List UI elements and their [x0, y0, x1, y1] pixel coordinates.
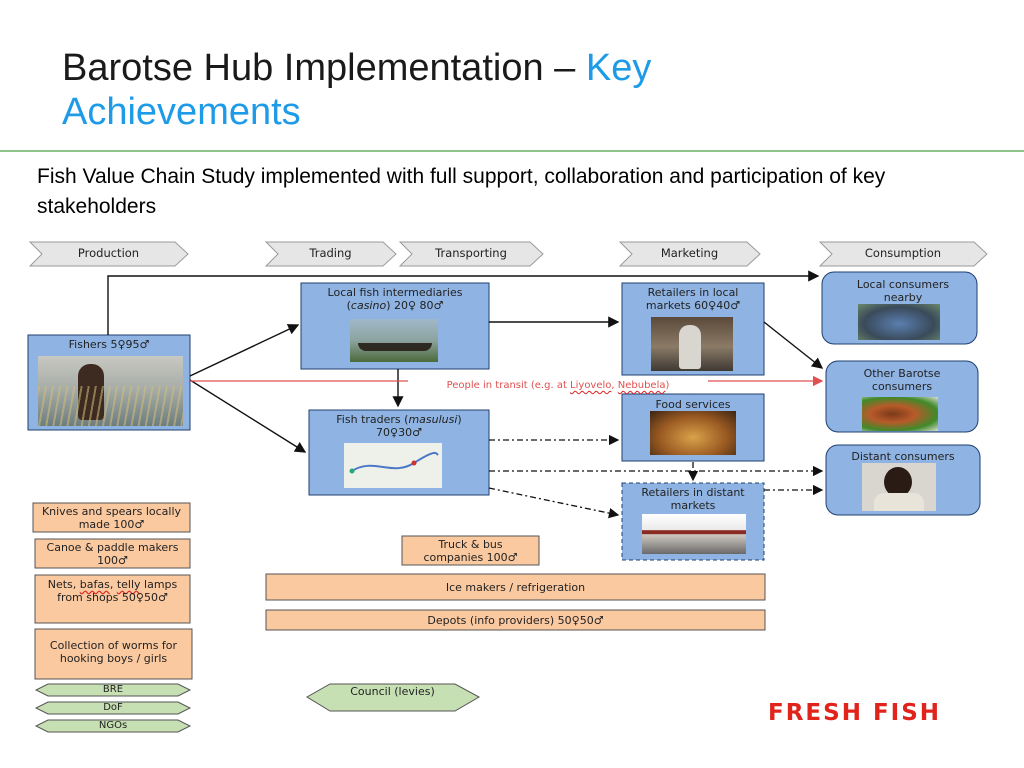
- intermediaries-label-pre: (: [346, 299, 351, 312]
- support-truck-label: Truck & bus companies 100♂: [423, 538, 518, 564]
- support-nets-label: Nets, bafas, telly lamps from shops 50♀5…: [37, 578, 188, 604]
- institution-label-dof: DoF: [103, 702, 123, 713]
- fishers-label: Fishers 5♀95♂: [68, 338, 150, 351]
- intermediaries-label-post: ) 20♀ 80♂: [386, 299, 444, 312]
- institution-hex-dof: [34, 701, 192, 715]
- title-main: Barotse Hub Implementation –: [62, 47, 586, 89]
- council-label: Council (levies): [350, 685, 435, 698]
- stage-label-consumption: Consumption: [864, 246, 942, 260]
- support-knives-label: Knives and spears locally made 100♂: [41, 505, 182, 531]
- stage-label-transporting: Transporting: [435, 246, 507, 260]
- intermediaries-label-casino: casino: [350, 299, 387, 312]
- support-nets-box: [34, 574, 191, 624]
- transit-place-nebubela: Nebubela: [617, 380, 666, 391]
- intermediaries-label: Local fish intermediaries (casino) 20♀ 8…: [301, 286, 489, 312]
- local-consumers-photo: [858, 304, 940, 340]
- traders-label-pre: Fish traders (: [336, 413, 409, 426]
- support-nets-sep: ,: [109, 578, 117, 591]
- support-ice-label: Ice makers / refrigeration: [445, 581, 586, 594]
- support-nets-pre: Nets,: [47, 578, 80, 591]
- stage-chevron-marketing: [618, 241, 761, 267]
- retail-local-label: Retailers in local markets 60♀40♂: [645, 286, 741, 312]
- distant-consumers-photo: [862, 463, 936, 511]
- title-accent-1: Key: [585, 47, 652, 89]
- stage-chevron-trading: [264, 241, 397, 267]
- support-knives-box: [32, 502, 191, 533]
- traders-label-post: ): [457, 413, 462, 426]
- support-nets-post: lamps from shops 50♀50♂: [57, 578, 178, 604]
- food-services-label: Food services: [655, 398, 731, 411]
- trade-route-map: [349, 451, 439, 474]
- transit-place-liyovelo: Liyovelo: [570, 380, 612, 391]
- support-ice-box: [265, 573, 766, 601]
- transit-label-sep: ,: [611, 380, 618, 391]
- institution-hex-bre: [34, 683, 192, 697]
- arrow-fishers-to-intermediaries: [189, 324, 300, 377]
- traders-label-masulusi: masulusi: [408, 413, 458, 426]
- fishing-net: [38, 386, 183, 426]
- retail-distant-label: Retailers in distant markets: [641, 486, 745, 512]
- stage-label-trading: Trading: [309, 246, 352, 260]
- stage-chevron-production: [28, 241, 189, 267]
- stage-chevron-consumption: [818, 241, 988, 267]
- transit-label-post: ): [665, 380, 670, 391]
- transit-label-pre: People in transit (e.g. at: [446, 380, 571, 391]
- title-accent-2: Achievements: [62, 91, 301, 133]
- consumers-local-label: Local consumers nearby: [856, 278, 950, 304]
- vendor-figure: [679, 325, 701, 369]
- shop-photo: [642, 514, 746, 554]
- support-worms-box: [34, 628, 193, 680]
- fresh-fish-logo: FRESH FISH: [768, 700, 942, 726]
- traders-label-line2: 70♀30♂: [376, 426, 422, 439]
- slide-subtitle: Fish Value Chain Study implemented with …: [37, 165, 886, 218]
- consumer-body: [874, 493, 924, 511]
- support-depots-box: [265, 609, 766, 631]
- support-worms-label: Collection of worms for hooking boys / g…: [49, 639, 178, 665]
- trade-map-photo: [344, 443, 442, 488]
- food-photo: [650, 411, 736, 455]
- stage-label-production: Production: [77, 246, 140, 260]
- transit-label: People in transit (e.g. at Liyovelo, Neb…: [408, 379, 708, 392]
- barotse-consumers-photo: [862, 397, 938, 431]
- title-divider: [0, 150, 1024, 152]
- institution-hex-ngos: [34, 719, 192, 733]
- support-canoe-box: [34, 538, 191, 569]
- support-nets-bafas: bafas: [79, 578, 110, 591]
- consumer-head: [884, 467, 912, 497]
- support-depots-label: Depots (info providers) 50♀50♂: [427, 614, 604, 627]
- support-truck-box: [401, 535, 540, 566]
- council-hex: [306, 683, 481, 712]
- stage-label-marketing: Marketing: [660, 246, 719, 260]
- intermediaries-label-line1: Local fish intermediaries: [327, 286, 463, 299]
- traders-label: Fish traders (masulusi) 70♀30♂: [309, 413, 489, 439]
- institution-label-bre: BRE: [102, 684, 124, 695]
- support-nets-telly: telly: [116, 578, 141, 591]
- arrow-fishers-to-traders: [189, 379, 307, 453]
- arrow-traders-to-distant-retail: [488, 487, 620, 519]
- institution-label-ngos: NGOs: [98, 720, 128, 731]
- fishers-photo: [38, 356, 183, 426]
- canoe-shape: [358, 343, 432, 351]
- canoe-photo: [350, 319, 438, 362]
- consumers-barotse-label: Other Barotse consumers: [863, 367, 941, 393]
- consumers-distant-label: Distant consumers: [851, 450, 955, 463]
- support-canoe-label: Canoe & paddle makers 100♂: [46, 541, 179, 567]
- arrow-fishers-to-local-consumers: [107, 270, 820, 335]
- market-photo: [651, 317, 733, 371]
- slide-title: Barotse Hub Implementation – Key Achieve…: [62, 46, 1002, 134]
- arrow-retail-to-barotse: [763, 321, 824, 369]
- stage-chevron-transporting: [398, 241, 544, 267]
